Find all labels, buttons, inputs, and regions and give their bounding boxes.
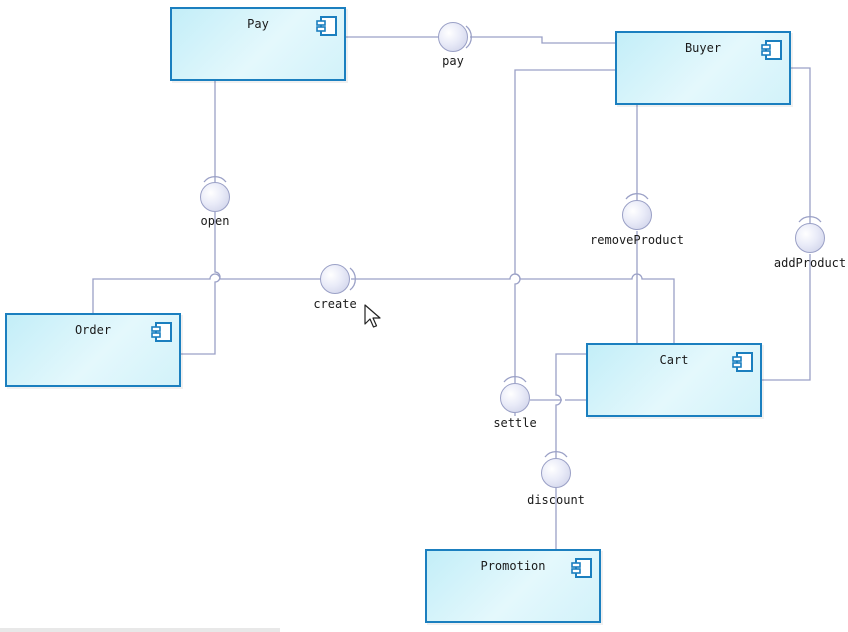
interface-pay[interactable] [438, 22, 468, 52]
interface-label-pay: pay [442, 54, 464, 68]
connector-pay-buyer [345, 36, 616, 44]
interface-open[interactable] [200, 182, 230, 212]
component-label: Promotion [480, 559, 546, 573]
component-cart[interactable]: Cart [586, 343, 762, 417]
connector-create [92, 273, 675, 343]
interface-discount[interactable] [541, 458, 571, 488]
connector-settle [514, 69, 616, 416]
uml-component-icon [571, 558, 592, 578]
interface-label-settle: settle [493, 416, 537, 430]
connector-open-order [180, 212, 221, 355]
interface-label-remove-product: removeProduct [590, 233, 684, 247]
uml-component-icon [732, 352, 753, 372]
horizontal-scrollbar[interactable] [0, 628, 280, 632]
component-label: Buyer [684, 41, 722, 55]
interface-add-product[interactable] [795, 223, 825, 253]
interface-label-add-product: addProduct [773, 256, 847, 270]
interface-label-create: create [313, 297, 357, 311]
component-order[interactable]: Order [5, 313, 181, 387]
component-label: Cart [659, 353, 689, 367]
connector-discount [555, 353, 586, 551]
uml-component-icon [151, 322, 172, 342]
connector-add-product [761, 67, 811, 381]
component-label: Pay [247, 17, 269, 31]
interface-settle[interactable] [500, 383, 530, 413]
component-buyer[interactable]: Buyer [615, 31, 791, 105]
uml-component-icon [316, 16, 337, 36]
component-pay[interactable]: Pay [170, 7, 346, 81]
component-label: Order [74, 323, 112, 337]
mouse-pointer-icon [364, 304, 381, 328]
component-promotion[interactable]: Promotion [425, 549, 601, 623]
interface-label-open: open [200, 214, 230, 228]
interface-remove-product[interactable] [622, 200, 652, 230]
uml-component-icon [761, 40, 782, 60]
interface-create[interactable] [320, 264, 350, 294]
interface-label-discount: discount [527, 493, 585, 507]
